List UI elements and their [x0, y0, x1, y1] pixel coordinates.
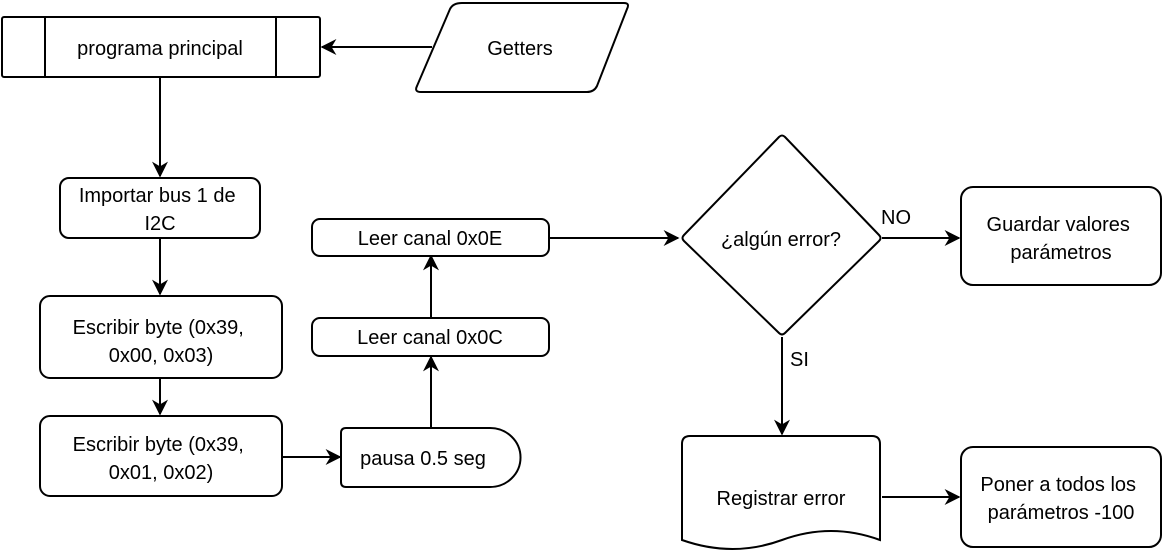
node-importar-bus: Importar bus 1 de I2C: [59, 177, 261, 239]
node-leer-canal-0c-label: Leer canal 0x0C: [357, 327, 503, 349]
node-escribir-byte-2: Escribir byte (0x39, 0x01, 0x02): [39, 415, 283, 497]
node-poner-todos-label: Poner a todos los parámetros -100: [980, 474, 1141, 524]
node-leer-canal-0e: Leer canal 0x0E: [311, 218, 550, 257]
node-getters: Getters: [415, 1, 629, 93]
node-importar-bus-label: Importar bus 1 de I2C: [79, 185, 241, 235]
node-decision: ¿algún error?: [681, 134, 882, 336]
edges: [152, 39, 961, 505]
node-registrar-error: Registrar error: [681, 435, 881, 550]
edge-label-si: SI: [790, 349, 809, 371]
node-guardar-valores: Guardar valores parámetros: [960, 186, 1162, 286]
edge-label-no: NO: [881, 207, 911, 229]
node-pausa: pausa 0.5 seg: [340, 427, 522, 488]
node-pausa-label: pausa 0.5 seg: [360, 448, 486, 470]
node-escribir-byte-2-label: Escribir byte (0x39, 0x01, 0x02): [73, 434, 250, 484]
node-leer-canal-0c: Leer canal 0x0C: [311, 317, 550, 357]
node-programa-principal-label: programa principal: [77, 38, 243, 60]
node-guardar-valores-label: Guardar valores parámetros: [987, 214, 1136, 264]
node-escribir-byte-1-label: Escribir byte (0x39, 0x00, 0x03): [73, 317, 250, 367]
node-escribir-byte-1: Escribir byte (0x39, 0x00, 0x03): [39, 295, 283, 379]
node-getters-label: Getters: [487, 38, 553, 60]
node-programa-principal: programa principal: [1, 16, 321, 78]
node-leer-canal-0e-label: Leer canal 0x0E: [358, 228, 503, 250]
node-registrar-error-label: Registrar error: [717, 488, 846, 510]
node-decision-label: ¿algún error?: [721, 229, 841, 251]
node-poner-todos: Poner a todos los parámetros -100: [960, 446, 1162, 548]
